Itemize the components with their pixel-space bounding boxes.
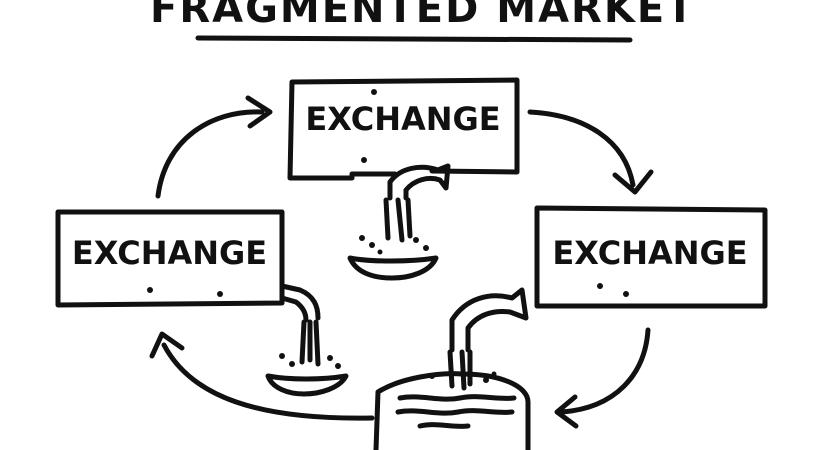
exchange-box-top: [287, 77, 520, 181]
splash-dot: [423, 245, 429, 251]
arrowhead-left-to-top: [245, 95, 273, 129]
ink-mark: [371, 89, 377, 95]
reservoir: [373, 371, 531, 450]
splash-dot: [377, 249, 383, 255]
arrow-top-to-right: [527, 109, 636, 188]
exchange-label-left: EXCHANGE: [71, 234, 268, 272]
water-ripple-3: [417, 422, 471, 429]
splash-dot: [327, 355, 333, 361]
arrow-right-to-bottom: [559, 327, 651, 415]
water-ripple-2: [395, 408, 515, 416]
faucet-top: [387, 163, 451, 201]
diagram-title: FRAGMENTED MARKET: [150, 0, 696, 32]
water-stream-bottom: [447, 349, 473, 391]
splash-dot: [491, 371, 497, 377]
arrowhead-bottom-to-left: [149, 331, 185, 359]
exchange-box-right: [534, 205, 768, 309]
splash-dot: [279, 353, 285, 359]
ink-mark: [623, 291, 629, 297]
arrow-left-to-top: [155, 109, 265, 199]
exchange-box-left: [55, 209, 285, 308]
water-stream-left: [299, 319, 321, 367]
exchange-label-right: EXCHANGE: [552, 234, 748, 272]
faucet-left: [279, 283, 321, 323]
splash-dot: [429, 373, 435, 379]
arrow-bottom-to-left: [161, 342, 375, 421]
splash-dot: [289, 361, 295, 367]
splash-dot: [483, 377, 489, 383]
arrowhead-top-to-right: [612, 169, 654, 195]
ink-mark: [361, 157, 367, 163]
exchange-label-top: EXCHANGE: [305, 100, 501, 138]
water-ripple-1: [397, 394, 517, 402]
pool-left: [265, 373, 349, 397]
pool-top: [347, 255, 439, 281]
splash-dot: [369, 242, 375, 248]
splash-dot: [359, 235, 365, 241]
ink-mark: [217, 291, 223, 297]
splash-dot: [335, 363, 341, 369]
ink-mark: [597, 283, 603, 289]
faucet-bottom: [449, 287, 529, 353]
splash-dot: [413, 237, 419, 243]
ink-mark: [147, 287, 153, 293]
title-underline: [195, 35, 633, 43]
water-stream-top: [383, 197, 413, 243]
arrowhead-right-to-bottom: [554, 394, 579, 429]
